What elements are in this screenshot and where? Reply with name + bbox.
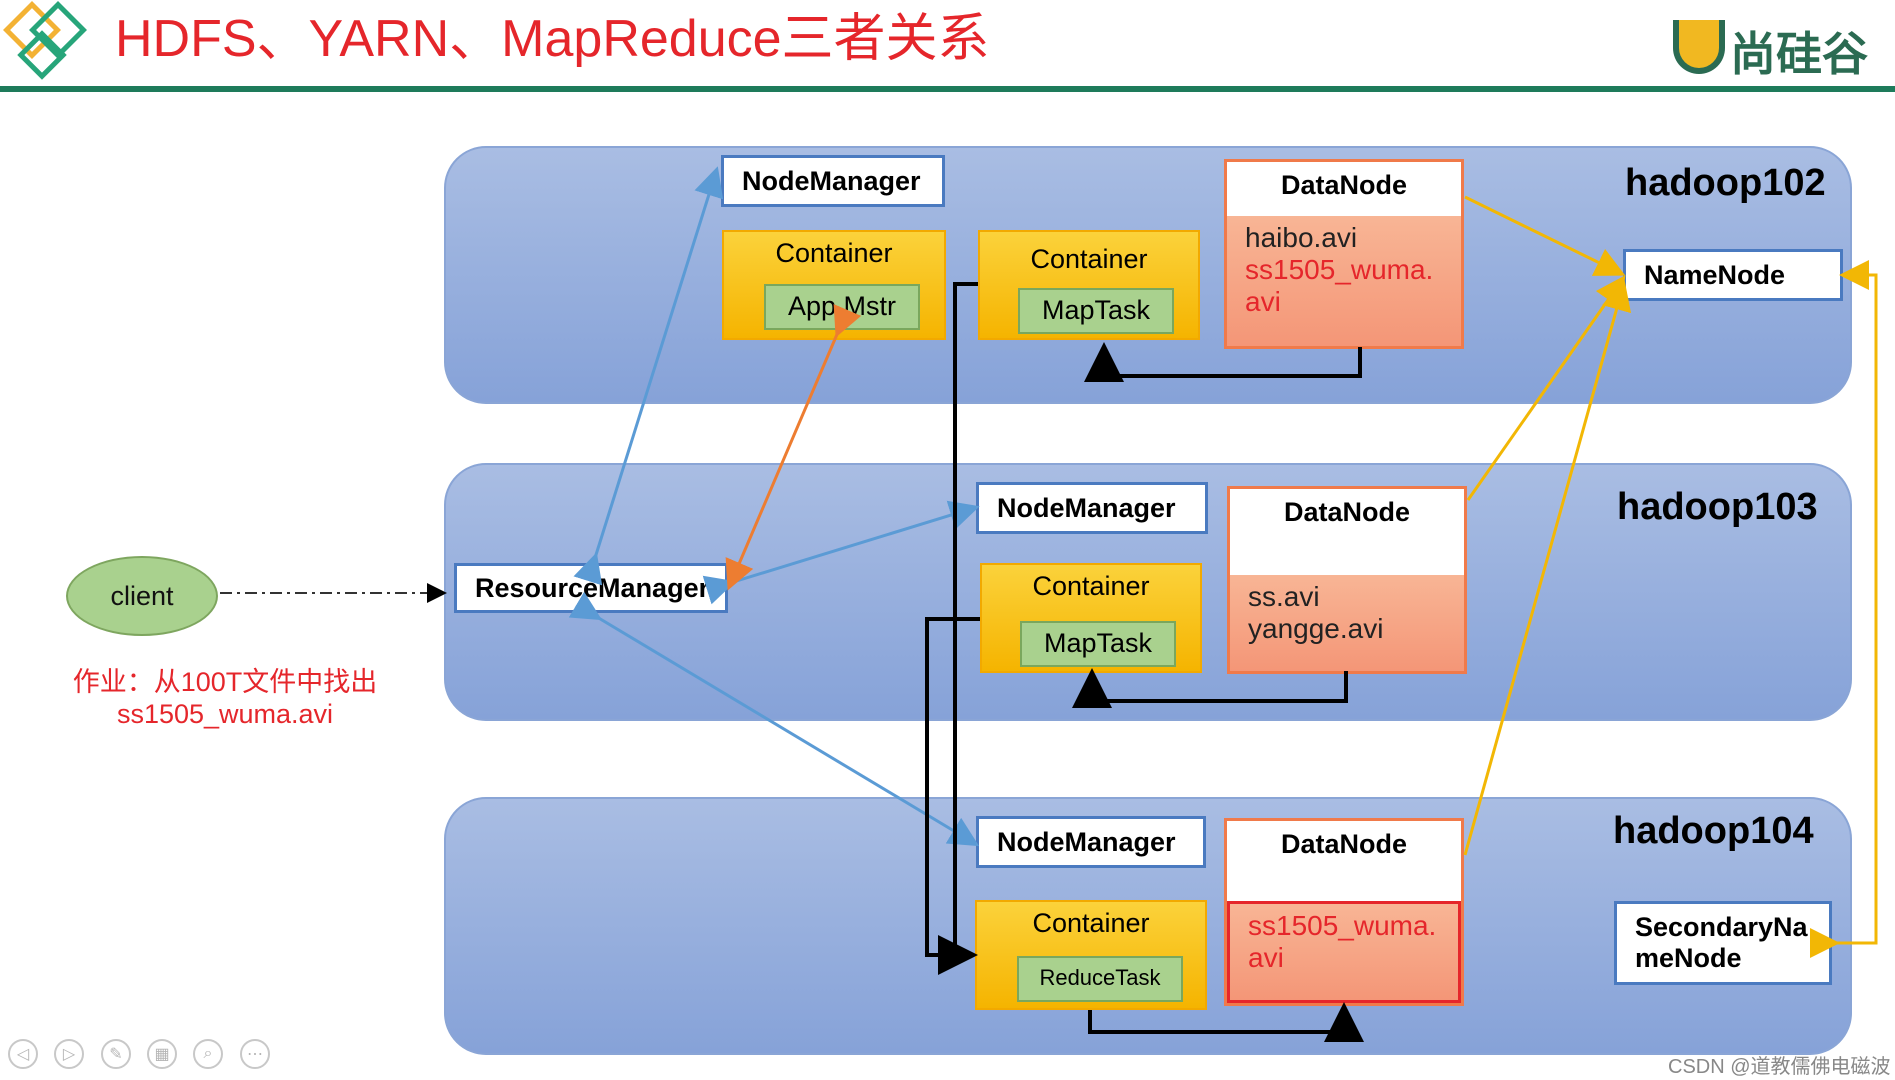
secondary-namenode: SecondaryNameNode: [1614, 901, 1832, 985]
container-maptask-hadoop102: Container MapTask: [978, 230, 1200, 340]
maptask-hadoop102: MapTask: [1018, 288, 1174, 334]
dn102-nn-arrow: [1464, 195, 1626, 276]
reducetask: ReduceTask: [1017, 956, 1183, 1002]
nodemanager-hadoop103: NodeManager: [976, 482, 1208, 534]
more-icon[interactable]: ⋯: [240, 1039, 270, 1069]
dn104-nn-arrow: [1463, 280, 1632, 856]
container-reducetask: Container ReduceTask: [975, 900, 1207, 1010]
host-label-hadoop104: hadoop104: [1613, 810, 1814, 852]
container-label: Container: [1032, 571, 1150, 601]
datanode-file-list: ss1505_wuma.avi: [1227, 901, 1461, 1003]
container-label: Container: [775, 238, 893, 268]
am-rm-arrow: [725, 304, 862, 591]
datanode-title: DataNode: [1280, 170, 1408, 200]
grid-icon[interactable]: ▦: [147, 1039, 177, 1069]
dn103-maptask-arrow: [1072, 668, 1348, 708]
snn-nn-arrow: [1810, 260, 1878, 958]
prev-icon[interactable]: ◁: [8, 1039, 38, 1069]
brand-diamond-icon: [3, 1, 87, 80]
datanode-hadoop102: DataNode haibo.avi ss1505_wuma.avi: [1224, 159, 1464, 349]
rm-nm104-arrow: [568, 591, 980, 847]
job-line-1: 作业：从100T文件中找出: [72, 667, 378, 697]
container-label: Container: [1032, 908, 1150, 938]
page-title: HDFS、YARN、MapReduce三者关系: [115, 10, 990, 68]
file-ss1505-wuma: ss1505_wuma.avi: [1248, 910, 1437, 974]
job-description: 作业：从100T文件中找出 ss1505_wuma.avi: [60, 666, 390, 731]
logo-icon: [1673, 20, 1725, 74]
namenode: NameNode: [1623, 249, 1843, 301]
next-icon[interactable]: ▷: [54, 1039, 84, 1069]
file-yangge: yangge.avi: [1248, 613, 1384, 645]
logo-text: 尚硅谷: [1730, 28, 1868, 80]
job-line-2: ss1505_wuma.avi: [116, 699, 334, 730]
datanode-title: DataNode: [1283, 497, 1411, 527]
container-label: Container: [1030, 244, 1148, 274]
header-rule: [0, 86, 1895, 92]
dn104-reducetask-arrow: [1088, 1002, 1364, 1042]
zoom-icon[interactable]: ⌕: [193, 1039, 223, 1069]
nodemanager-hadoop102: NodeManager: [721, 155, 945, 207]
pen-icon[interactable]: ✎: [101, 1039, 131, 1069]
rm-nm103-arrow: [702, 500, 980, 605]
host-label-hadoop102: hadoop102: [1625, 162, 1826, 204]
datanode-file-list: haibo.avi ss1505_wuma.avi: [1227, 216, 1461, 346]
datanode-hadoop104: DataNode ss1505_wuma.avi: [1224, 818, 1464, 1006]
container-maptask-hadoop103: Container MapTask: [980, 563, 1202, 673]
maptask-hadoop103: MapTask: [1020, 621, 1176, 667]
file-haibo: haibo.avi: [1245, 222, 1358, 253]
datanode-hadoop103: DataNode ss.avi yangge.avi: [1227, 486, 1467, 674]
client-node: client: [66, 556, 218, 636]
maptask103-reducetask-arrow: [925, 617, 980, 957]
dn102-maptask-arrow: [1084, 342, 1362, 382]
dn103-nn-arrow: [1466, 275, 1626, 501]
file-ss: ss.avi: [1248, 581, 1320, 612]
host-label-hadoop103: hadoop103: [1617, 486, 1818, 528]
watermark: CSDN @道教儒佛电磁波: [1668, 1056, 1891, 1078]
rm-nm102-arrow: [573, 166, 724, 586]
datanode-file-list: ss.avi yangge.avi: [1230, 575, 1464, 671]
file-ss1505-wuma: ss1505_wuma.avi: [1245, 254, 1434, 318]
datanode-title: DataNode: [1280, 829, 1408, 859]
